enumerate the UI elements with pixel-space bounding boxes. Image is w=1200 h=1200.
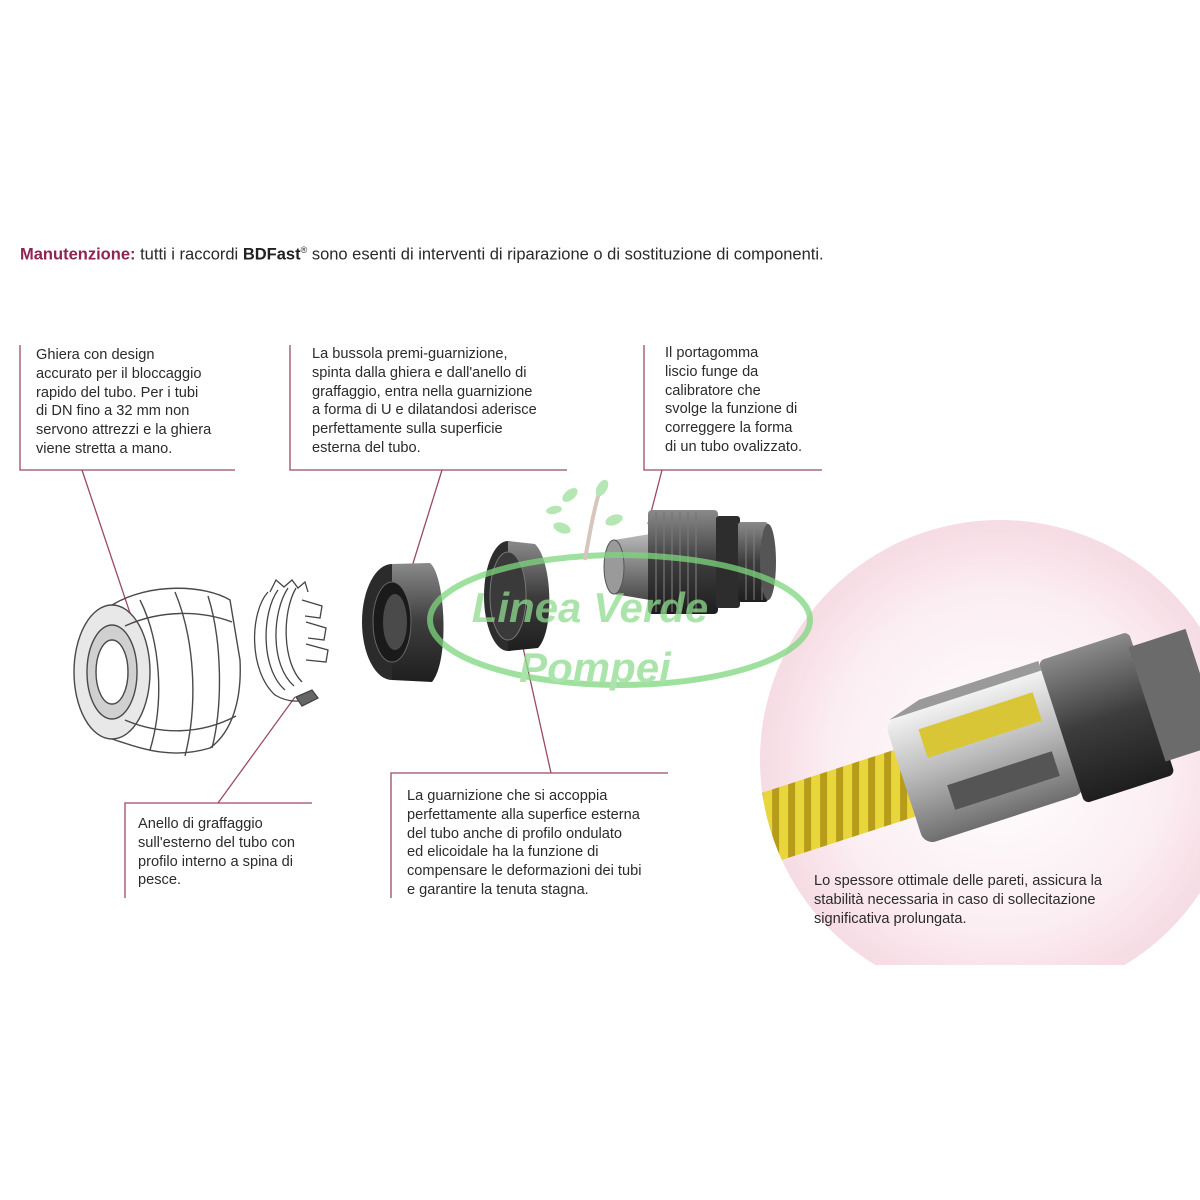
- callout-hose-tail: Il portagomma liscio funge da calibrator…: [665, 345, 803, 455]
- bushing-part: [362, 563, 444, 682]
- brand-registered-mark: ®: [300, 245, 308, 255]
- callout-grip-ring: Anello di graffaggio sull'esterno del tu…: [138, 816, 295, 889]
- header-line: Manutenzione: tutti i raccordi BDFast® s…: [20, 245, 824, 265]
- hose-tail-part: [603, 510, 776, 614]
- leaf-icon: [546, 479, 623, 561]
- seal-part: [484, 541, 550, 651]
- cutaway-fitting-illustration: [760, 628, 1200, 871]
- cutaway-background: [760, 520, 1200, 1200]
- watermark-line2: Pompei: [519, 644, 672, 691]
- ring-nut-part: [73, 587, 241, 757]
- callout-wall-thickness: Lo spessore ottimale delle pareti, assic…: [814, 873, 1102, 927]
- grip-ring-part: [253, 578, 329, 707]
- header-text-after: sono esenti di interventi di riparazione…: [311, 245, 824, 264]
- callout-frames: [19, 345, 822, 898]
- callout-seal: La guarnizione che si accoppia perfettam…: [407, 788, 642, 898]
- callout-bushing: La bussola premi-guarnizione, spinta dal…: [312, 346, 537, 456]
- brand-name: BDFast: [242, 245, 301, 264]
- watermark-line1: Linea Verde: [472, 584, 709, 631]
- watermark-logo: Linea Verde Pompei: [427, 479, 813, 691]
- header-keyword: Manutenzione:: [20, 245, 136, 264]
- header-text-before: tutti i raccordi: [140, 245, 239, 264]
- callout-ring-nut: Ghiera con design accurato per il blocca…: [36, 347, 212, 457]
